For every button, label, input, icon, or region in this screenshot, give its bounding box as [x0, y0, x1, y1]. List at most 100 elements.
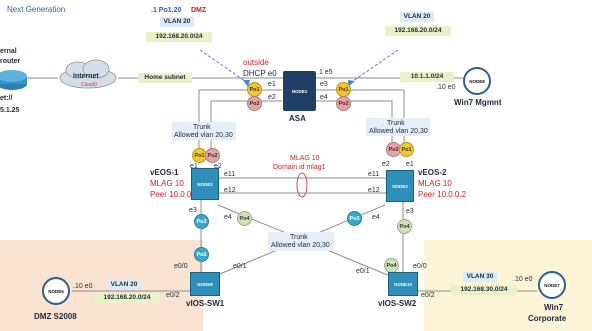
sw1-e02-label: e0/2: [166, 292, 180, 299]
dmz-vlan-text: VLAN 20: [110, 280, 138, 288]
corp-subnet-text: 192.168.30.0/24: [460, 285, 508, 293]
veos1-e11-label: e11: [224, 171, 236, 178]
mlag-mid-domain: Domain id mlag1: [273, 164, 326, 171]
mlag-ellipse: [296, 172, 308, 198]
veos1-e1-label: e1: [190, 163, 198, 170]
dmz-label: DMZ: [191, 7, 207, 14]
router-label-4: 5.1.25: [0, 107, 20, 114]
home-subnet-text: Home subnet: [144, 73, 186, 81]
veos2-po4-port: Po4: [397, 219, 412, 234]
veos2-e1-label: e1: [406, 161, 414, 168]
asa-e2-label: e2: [268, 94, 276, 101]
vlan20-left-text: VLAN 20: [163, 17, 191, 25]
corp-node-label: NODE7: [544, 282, 560, 288]
veos1-switch-icon[interactable]: NODE3: [191, 168, 219, 200]
trunk-bottom-vlan: Allowed vlan 20,30: [271, 242, 330, 249]
internet-label: Internet: [73, 73, 99, 80]
sw1-name: vIOS-SW1: [186, 299, 225, 308]
sw1-switch-icon[interactable]: NODE9: [190, 272, 220, 296]
asa-label: ASA: [289, 114, 306, 123]
mgmt-ip-label: .10 e0: [436, 84, 456, 91]
corp-vlan-badge: VLAN 30: [463, 272, 497, 282]
page-title: Next Generation: [7, 5, 66, 14]
mgmt-subnet-text: 10.1.1.0/24: [410, 72, 444, 80]
trunk-bottom-title: Trunk: [290, 234, 308, 241]
asa-e4-label: e4: [320, 94, 328, 101]
veos1-e12-label: e12: [224, 187, 236, 194]
veos2-name: vEOS-2: [418, 168, 447, 177]
subnet-left-text: 192.168.20.0/24: [155, 32, 203, 40]
trunk-left-title: Trunk: [193, 124, 211, 131]
sw2-po4-port: Po4: [384, 258, 399, 273]
asa-e3-label: e3: [320, 81, 328, 88]
trunk-bottom-box: [268, 232, 334, 251]
veos2-node-label: NODE2: [392, 183, 408, 189]
veos1-e4-label: e4: [224, 214, 232, 221]
veos1-po3-port: Po3: [194, 214, 209, 229]
veos2-e3-label: e3: [406, 208, 414, 215]
internet-sublabel: Cloud0: [81, 82, 97, 88]
sw1-e00-label: e0/0: [174, 263, 188, 270]
asa-po2-right: Po2: [336, 96, 351, 111]
asa-dhcp-label: DHCP e0: [243, 69, 277, 78]
home-subnet-badge: Home subnet: [138, 73, 192, 83]
veos2-switch-icon[interactable]: NODE2: [386, 170, 414, 202]
veos2-mlag: MLAG 10: [418, 179, 452, 188]
asa-e1-label: e1: [268, 81, 276, 88]
trunk-left-box: [172, 122, 236, 140]
dmz-server-icon[interactable]: NODE6: [42, 277, 70, 305]
trunk-right-box: [366, 118, 430, 136]
trunk-left-vlan: Allowed vlan 20,30: [174, 132, 233, 139]
veos2-e12-label: e12: [368, 187, 380, 194]
asa-e5-label: .1 e5: [317, 69, 333, 76]
router-label-3: et://: [0, 95, 13, 102]
veos1-po4-port: Po4: [237, 211, 252, 226]
mgmt-subnet-badge: 10.1.1.0/24: [400, 72, 454, 82]
subnet-right-badge: 192.168.20.0/24: [385, 26, 451, 36]
mgmt-label: Win7 Mgmnt: [454, 98, 502, 107]
asa-po2-left: Po2: [247, 96, 262, 111]
asa-outside-label: outside: [243, 58, 269, 67]
router-label-2: router: [0, 58, 21, 65]
dmz-zone: [0, 240, 203, 331]
mgmt-node-label: NODE8: [469, 78, 485, 84]
dmz-ip-label: .10 e0: [73, 283, 93, 290]
sw1-po3-port: Po3: [194, 247, 209, 262]
sw1-e01-label: e0/1: [233, 263, 247, 270]
corp-subnet-badge: 192.168.30.0/24: [451, 285, 517, 295]
sw2-e02-label: e0/2: [421, 292, 435, 299]
sw1-node-label: NODE9: [197, 281, 213, 287]
router-label-1: ernal: [0, 48, 17, 55]
trunk-right-vlan: Allowed vlan 20,30: [369, 128, 428, 135]
veos1-e3-label: e3: [189, 207, 197, 214]
asa-node-label: NODE1: [291, 88, 308, 94]
dmz-subnet-text: 192.168.20.0/24: [103, 293, 151, 301]
sw2-e01-label: e0/1: [356, 268, 370, 275]
subnet-left-badge: 192.168.20.0/24: [146, 32, 212, 42]
router-icon: [0, 70, 27, 90]
veos1-mlag: MLAG 10: [150, 179, 184, 188]
mgmt-pc-icon[interactable]: NODE8: [463, 67, 491, 95]
veos1-peer: Peer 10.0.0.1: [150, 190, 199, 199]
corp-name: Win7: [544, 303, 564, 312]
corp-name2: Corporate: [528, 314, 567, 323]
trunk-right-title: Trunk: [387, 120, 405, 127]
dmz-name: DMZ S2008: [34, 312, 77, 321]
asa-po1-left: Po1: [247, 82, 262, 97]
corp-pc-icon[interactable]: NODE7: [538, 271, 566, 299]
veos2-e11-label: e11: [368, 171, 380, 178]
subnet-right-text: 192.168.20.0/24: [394, 26, 442, 34]
dmz-vlan-badge: VLAN 20: [107, 280, 141, 290]
asa-firewall-icon[interactable]: NODE1: [283, 71, 316, 111]
veos2-po1-port: Po1: [399, 142, 414, 157]
po-subinterface-label: .1 Po1.20: [151, 7, 182, 14]
veos2-po3-port: Po3: [347, 211, 362, 226]
sw2-switch-icon[interactable]: NODE10: [388, 272, 418, 296]
vlan20-right-badge: VLAN 20: [400, 12, 434, 22]
veos2-e4-label: e4: [372, 214, 380, 221]
veos1-po2-port: Po2: [205, 148, 220, 163]
mlag-mid-title: MLAG 10: [290, 155, 320, 162]
internet-cloud-icon: [59, 59, 117, 89]
corp-vlan-text: VLAN 30: [466, 272, 494, 280]
